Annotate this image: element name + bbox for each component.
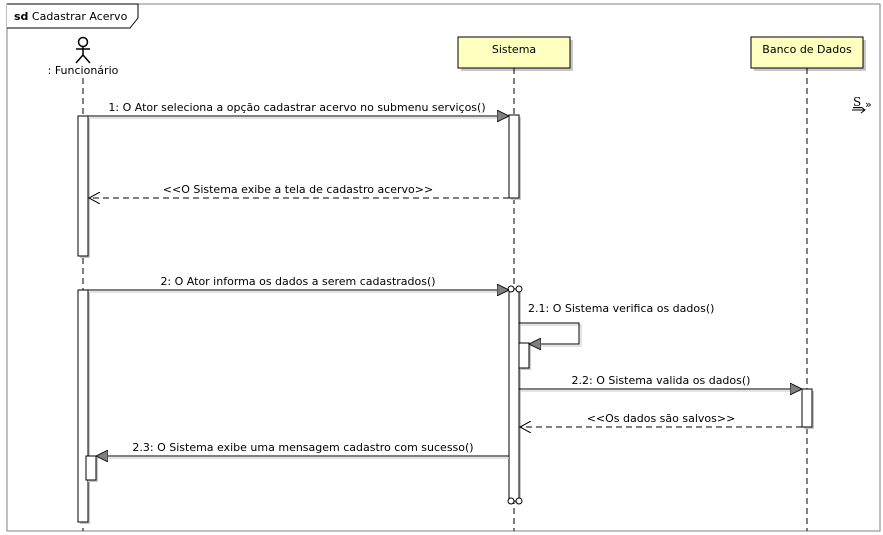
message-2-2-label: 2.2: O Sistema valida os dados()	[572, 374, 751, 387]
sistema-box[interactable]	[457, 36, 571, 69]
message-2-1[interactable]: 2.1: O Sistema verifica os dados()	[519, 302, 714, 346]
reply-2-2[interactable]: <<Os dados são salvos>>	[520, 412, 802, 427]
message-2[interactable]: 2: O Ator informa os dados a serem cadas…	[88, 275, 509, 292]
svg-text:S: S	[853, 95, 861, 109]
reply-2-2-label: <<Os dados são salvos>>	[587, 412, 736, 425]
fragment-markers	[507, 285, 523, 505]
reply-1-label: <<O Sistema exibe a tela de cadastro ace…	[163, 183, 433, 196]
message-2-3-label: 2.3: O Sistema exibe uma mensagem cadast…	[132, 441, 473, 454]
reply-1[interactable]: <<O Sistema exibe a tela de cadastro ace…	[89, 183, 509, 198]
banco-box[interactable]	[750, 36, 864, 69]
activation-bars	[77, 114, 814, 524]
message-2-1-label: 2.1: O Sistema verifica os dados()	[528, 302, 714, 315]
banco-label: Banco de Dados	[762, 43, 852, 56]
message-1[interactable]: 1: O Ator seleciona a opção cadastrar ac…	[88, 101, 509, 118]
message-1-label: 1: O Ator seleciona a opção cadastrar ac…	[108, 101, 485, 114]
actor-activation-1[interactable]	[77, 115, 89, 257]
sistema-activation-1[interactable]	[508, 114, 520, 199]
frame-title: sd Cadastrar Acervo	[14, 10, 128, 23]
actor-activation-2[interactable]	[77, 289, 89, 523]
actor-label: : Funcionário	[48, 64, 119, 77]
sequence-diagram-icon[interactable]: S »	[852, 95, 872, 114]
message-2-label: 2: O Ator informa os dados a serem cadas…	[160, 275, 435, 288]
message-2-3[interactable]: 2.3: O Sistema exibe uma mensagem cadast…	[97, 441, 509, 458]
frame-border	[6, 3, 881, 532]
banco-activation[interactable]	[801, 388, 813, 428]
sistema-label: Sistema	[492, 43, 536, 56]
frame-tab	[7, 3, 139, 29]
sistema-activation-2[interactable]	[508, 288, 520, 502]
sistema-lifeline: Sistema	[457, 36, 573, 531]
svg-text:»: »	[865, 98, 872, 111]
actor-activation-3[interactable]	[85, 455, 97, 481]
message-2-2[interactable]: 2.2: O Sistema valida os dados()	[519, 374, 802, 391]
sistema-activation-self[interactable]	[518, 342, 530, 369]
banco-lifeline: Banco de Dados	[750, 36, 866, 531]
actor-icon	[75, 36, 91, 64]
